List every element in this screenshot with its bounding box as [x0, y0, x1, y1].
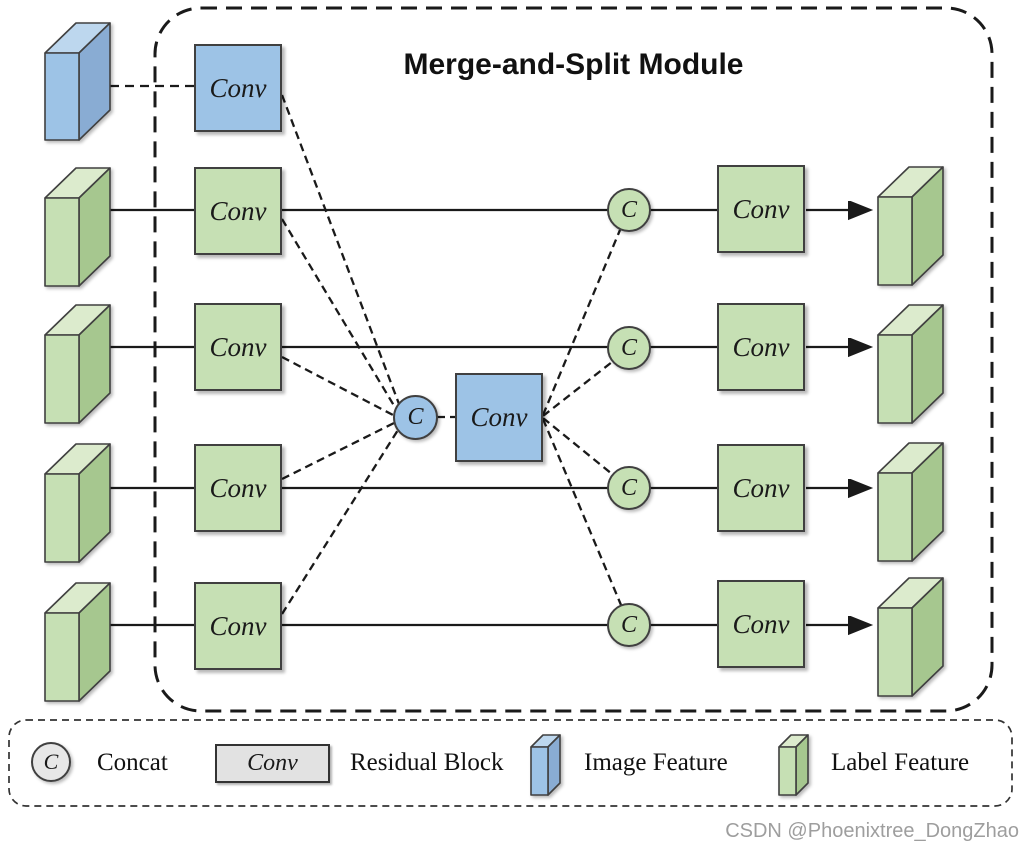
conv-block-image: Conv [194, 44, 282, 132]
concat-circle-4: C [607, 603, 651, 647]
legend-concat-label: Concat [97, 749, 168, 776]
concat-circle-2: C [607, 326, 651, 370]
merge-dash-image [280, 94, 401, 405]
concat-circle-1: C [607, 188, 651, 232]
conv-block-right-2: Conv [717, 303, 805, 391]
conv-block-left-4: Conv [194, 582, 282, 670]
concat-circle-3: C [607, 466, 651, 510]
label-feature-box-1 [44, 167, 111, 287]
output-feature-box-1 [877, 166, 944, 286]
merge-dash-4 [281, 429, 399, 615]
module-title: Merge-and-Split Module [403, 48, 744, 81]
output-arrows [806, 210, 868, 625]
split-dash-3 [542, 417, 613, 475]
merge-dash-1 [281, 218, 397, 410]
merge-connections [280, 94, 457, 615]
output-feature-box-4 [877, 577, 944, 697]
conv-block-center: Conv [455, 373, 543, 462]
output-feature-box-2 [877, 304, 944, 424]
legend-residual-block: Conv [215, 744, 330, 783]
concat-circle-merge: C [393, 395, 438, 440]
legend-image-feature-label: Image Feature [584, 749, 728, 776]
merge-dash-2 [281, 355, 394, 417]
watermark: CSDN @Phoenixtree_DongZhao [725, 820, 1019, 842]
conv-block-left-3: Conv [194, 444, 282, 532]
split-dash-1 [541, 229, 622, 416]
output-feature-box-3 [877, 442, 944, 562]
label-feature-box-2 [44, 304, 111, 424]
label-feature-box-3 [44, 443, 111, 563]
legend-label-feature-box [778, 734, 809, 796]
legend-border [8, 719, 1013, 807]
legend-label-feature-label: Label Feature [831, 749, 970, 776]
label-feature-box-4 [44, 582, 111, 702]
split-connections [541, 229, 623, 606]
conv-block-right-1: Conv [717, 165, 805, 253]
conv-block-left-1: Conv [194, 167, 282, 255]
input-lines [110, 84, 194, 627]
legend-image-feature-box [530, 734, 561, 796]
conv-block-right-3: Conv [717, 444, 805, 532]
split-dash-2 [542, 361, 613, 417]
split-dash-4 [541, 418, 623, 606]
conv-block-left-2: Conv [194, 303, 282, 391]
image-feature-box [44, 22, 111, 141]
merge-dash-3 [281, 421, 395, 481]
conv-block-right-4: Conv [717, 580, 805, 668]
legend-residual-label: Residual Block [350, 749, 504, 776]
legend-concat-circle: C [31, 742, 71, 782]
